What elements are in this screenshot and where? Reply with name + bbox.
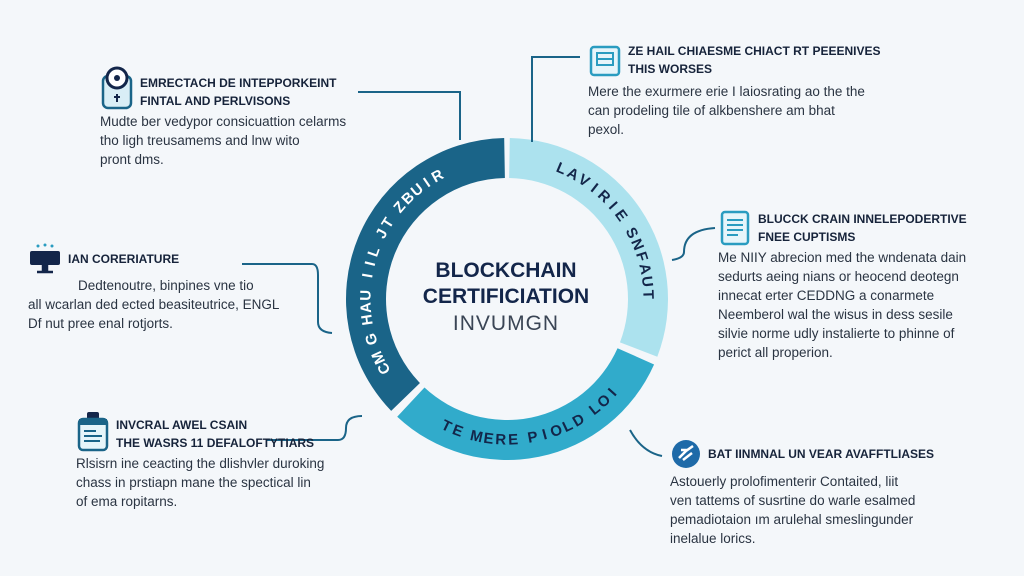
lock-icon (101, 66, 133, 110)
block-title: FNEE CUPTISMS (758, 230, 856, 244)
block-text: sedurts aeing nians or heocend deotegn (718, 269, 959, 284)
info-block-document: ZE HAIL CHIAESME CHIACT RT PEEENIVES THI… (588, 42, 908, 139)
info-block-monitor: IAN CORERIATURE Dedtenoutre, binpines vn… (28, 242, 288, 333)
block-title: FINTAL AND PERLVISONS (140, 94, 291, 108)
info-block-lock: EMRECTACH DE INTEPPORKEINT FINTAL AND PE… (100, 66, 380, 169)
segment-label-char: I (359, 272, 376, 279)
block-title: EMRECTACH DE INTEPPORKEINT (140, 76, 337, 90)
segment-label-char: T (639, 290, 656, 300)
segment-label-char: U (357, 290, 374, 301)
block-text: Me NIIY abrecion med the wndenata dain (718, 250, 967, 265)
block-text: Df nut pree enal rotjorts. (28, 316, 173, 331)
block-title: IAN CORERIATURE (68, 252, 180, 266)
block-text: pront dms. (100, 152, 164, 167)
connector-line (629, 429, 663, 457)
ring-segment-bottom (397, 348, 655, 460)
block-text: pexol. (588, 122, 625, 137)
block-text: Mudte ber vedypor consicuattion celarms (100, 114, 347, 129)
connector-line (242, 263, 333, 334)
connector-line (358, 91, 461, 140)
monitor-icon (30, 243, 60, 274)
block-text: tho ligh treusamems and lnw wito (100, 133, 300, 148)
block-text: silvie norme udly instalierte to phinne … (718, 326, 955, 341)
block-title: BLUCCK CRAIN INNELEPODERTIVE (758, 212, 967, 226)
segment-label-char: M (469, 427, 485, 446)
ring-segment-left (345, 138, 505, 411)
center-title: BLOCKCHAIN CERTIFICIATION INVUMGN (406, 258, 606, 338)
info-block-clipboard: BLUCCK CRAIN INNELEPODERTIVE FNEE CUPTIS… (718, 210, 1008, 362)
segment-label-char: I (540, 426, 549, 443)
block-text: ven tattems of susrtine do warle esalmed (670, 493, 916, 508)
block-text: perict all properion. (718, 345, 833, 360)
info-block-badge: BAT IINMNAL UN VEAR AVAFFTLIASES Astouer… (670, 438, 990, 548)
info-block-briefcase: INVCRAL AWEL CSAIN THE WASRS 11 DEFALOFT… (76, 410, 376, 511)
segment-label-char: E (483, 430, 495, 448)
badge-icon (672, 440, 700, 468)
block-text: inelalue lorics. (670, 531, 756, 546)
block-text: Neemberol wal the wisus in dess sesile (718, 307, 953, 322)
block-title: BAT IINMNAL UN VEAR AVAFFTLIASES (708, 447, 934, 461)
block-text: can prodeling tile of alkbenshere am bha… (588, 103, 835, 118)
block-title: THIS WORSES (628, 62, 713, 76)
center-subtitle: INVUMGN (452, 312, 560, 335)
block-title: ZE HAIL CHIAESME CHIACT RT PEEENIVES (628, 44, 881, 58)
segment-label-char: P (526, 428, 539, 447)
segment-label-char: R (495, 431, 507, 448)
connector-line (671, 227, 716, 261)
segment-label-char: A (357, 302, 375, 314)
block-text: Dedtenoutre, binpines vne tio (78, 278, 254, 293)
block-title: THE WASRS 11 DEFALOFTYTIARS (116, 436, 315, 450)
segment-label-char: U (638, 275, 656, 288)
block-text: Mere the exurmere erie I laiosrating ao … (588, 84, 865, 99)
segment-label-char: G (362, 331, 382, 347)
block-text: pemadiotaion ım arulehal smeslingunder (670, 512, 914, 527)
block-text: chass in prstiapn mane the spectical lin (76, 475, 311, 490)
connector-line (531, 56, 580, 142)
connector-line (266, 415, 363, 441)
document-icon (589, 45, 621, 77)
clipboard-icon (720, 210, 750, 246)
block-text: of ema ropitarns. (76, 494, 178, 509)
block-text: Astouerly prolofimenterir Contaited, lii… (670, 474, 899, 489)
segment-label-char: E (508, 431, 519, 448)
block-title: INVCRAL AWEL CSAIN (116, 418, 248, 432)
center-title-line2: CERTIFICIATION (422, 285, 590, 308)
segment-label-char: H (358, 313, 376, 326)
segment-label-char: I (362, 260, 380, 268)
block-text: innecat erter CEDDNG a conarmete (718, 288, 935, 303)
block-text: Rlsisrn ine ceacting the dlishvler durok… (76, 456, 325, 471)
segment-label-char: A (635, 262, 654, 276)
center-title-line1: BLOCKCHAIN (435, 259, 577, 282)
ring-segment-right (509, 138, 668, 357)
briefcase-icon (77, 412, 109, 452)
block-text: all wcarlan ded ected beasiteutrice, ENG… (28, 297, 280, 312)
